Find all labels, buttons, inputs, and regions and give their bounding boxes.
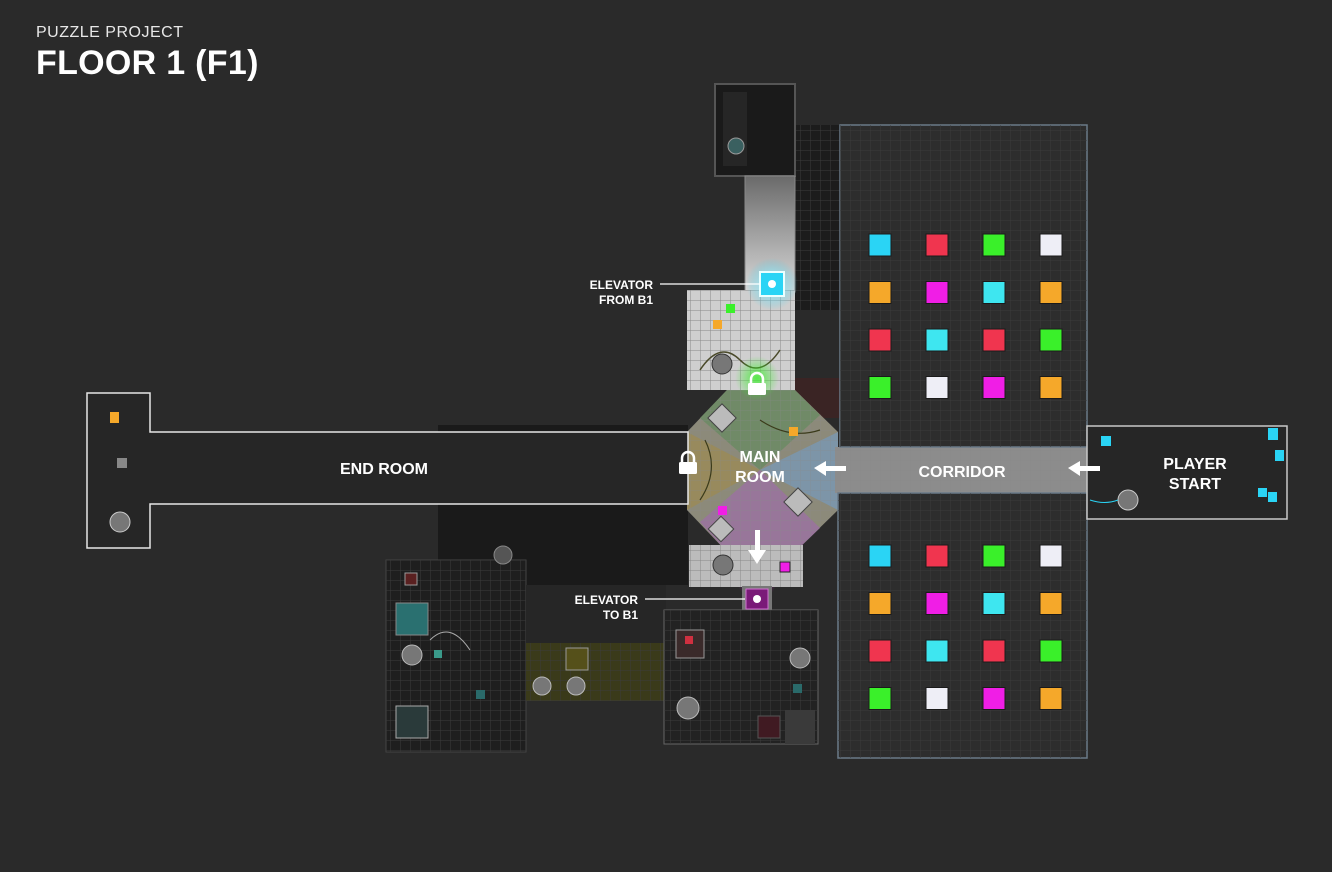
floor-title: FLOOR 1 (F1) <box>36 44 259 82</box>
player-start-room <box>1086 425 1288 520</box>
color-tile-aqua <box>925 639 949 663</box>
color-tile-aqua <box>982 281 1006 304</box>
end-room-label: END ROOM <box>340 461 428 478</box>
color-tile-red <box>982 328 1006 352</box>
color-tile-red <box>925 233 949 257</box>
color-tile-orange <box>1039 376 1063 399</box>
elevator-icon <box>753 595 761 603</box>
color-tile-magenta <box>982 687 1006 710</box>
lock-icon <box>748 371 766 395</box>
tile-grid-top <box>868 233 1063 399</box>
elevator-from-b1-pad[interactable] <box>759 271 785 297</box>
color-tile-green <box>982 233 1006 257</box>
color-tile-orange <box>1039 281 1063 304</box>
arrow-down-icon <box>748 530 766 564</box>
end-room <box>86 392 689 549</box>
color-tile-green <box>1039 328 1063 352</box>
green-glow <box>735 356 779 400</box>
project-subtitle: PUZZLE PROJECT <box>36 24 184 41</box>
tile-grid-bottom <box>868 544 1063 710</box>
color-tile-white <box>925 376 949 399</box>
color-tile-orange <box>868 592 892 615</box>
player-start-label-2: START <box>1169 476 1221 493</box>
color-tile-red <box>925 544 949 568</box>
color-tile-magenta <box>925 281 949 304</box>
color-tile-aqua <box>925 328 949 352</box>
color-tile-white <box>1039 233 1063 257</box>
elevator-icon <box>768 280 776 288</box>
background-structures <box>438 125 840 585</box>
elevator-to-label-2: TO B1 <box>603 608 638 622</box>
color-tile-red <box>982 639 1006 663</box>
color-tile-green <box>1039 639 1063 663</box>
color-tile-magenta <box>925 592 949 615</box>
color-tile-cyan <box>868 544 892 568</box>
elevator-to-b1-pad[interactable] <box>742 586 772 612</box>
color-tile-red <box>868 328 892 352</box>
tile-room-bottom <box>837 492 1088 759</box>
color-tile-orange <box>1039 592 1063 615</box>
corridor-label: CORRIDOR <box>918 464 1006 481</box>
color-tile-orange <box>1039 687 1063 710</box>
color-tile-green <box>982 544 1006 568</box>
lock-icon <box>679 450 697 474</box>
elevator-from-label-1: ELEVATOR <box>590 278 654 292</box>
color-tile-green <box>868 376 892 399</box>
color-tile-aqua <box>982 592 1006 615</box>
color-tile-cyan <box>868 233 892 257</box>
color-tile-orange <box>868 281 892 304</box>
corridor <box>835 447 1088 493</box>
player-start-label-1: PLAYER <box>1163 456 1227 473</box>
color-tile-white <box>925 687 949 710</box>
title-block: PUZZLE PROJECT FLOOR 1 (F1) <box>36 24 259 83</box>
main-room-label-2: ROOM <box>735 469 785 486</box>
main-room <box>687 390 838 552</box>
color-tile-red <box>868 639 892 663</box>
color-tile-white <box>1039 544 1063 568</box>
color-tile-magenta <box>982 376 1006 399</box>
lower-right-room <box>663 609 819 745</box>
color-tile-green <box>868 687 892 710</box>
lower-landing-room <box>689 545 803 587</box>
arrow-left-icon <box>1068 461 1100 476</box>
lower-left-rooms <box>385 545 666 753</box>
arrow-left-icon <box>814 461 846 476</box>
main-room-label-1: MAIN <box>740 449 781 466</box>
elevator-from-label-2: FROM B1 <box>599 293 653 307</box>
elevator-to-label-1: ELEVATOR <box>575 593 639 607</box>
